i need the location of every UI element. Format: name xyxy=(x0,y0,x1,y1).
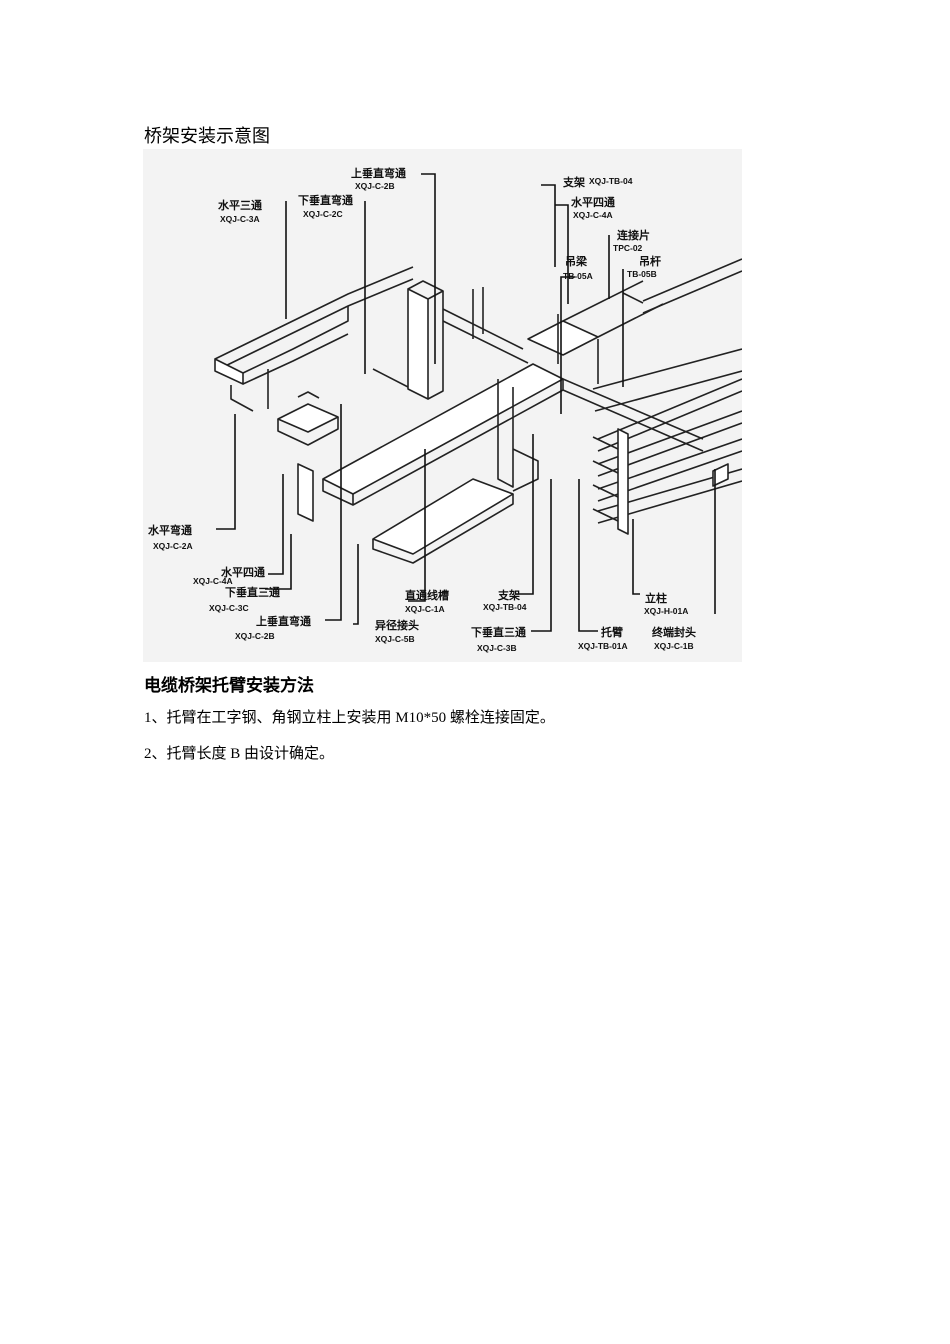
label-name: 水平四通 xyxy=(571,195,615,209)
label-code: TPC-02 xyxy=(613,243,643,253)
label-code: XQJ-C-3B xyxy=(477,643,517,653)
label-code: XQJ-C-1A xyxy=(405,604,445,614)
figure-caption: 桥架安装示意图 xyxy=(144,126,270,146)
label-name: 托臂 xyxy=(601,625,623,639)
label-code: XQJ-H-01A xyxy=(644,606,688,616)
label-code: XQJ-C-3A xyxy=(220,214,260,224)
label-name: 下垂直三通 xyxy=(471,625,526,639)
label-code: XQJ-TB-04 xyxy=(483,602,527,612)
label-code: XQJ-TB-04 xyxy=(589,176,633,186)
label-name: 上垂直弯通 xyxy=(256,614,311,628)
label-code: TB-05B xyxy=(627,269,657,279)
label-name: 异径接头 xyxy=(375,618,419,632)
paragraph: 1、托臂在工字钢、角钢立柱上安装用 M10*50 螺栓连接固定。 xyxy=(144,710,555,726)
label-name: 水平弯通 xyxy=(148,523,192,537)
label-name: 吊梁 xyxy=(565,254,588,268)
diagram-drawing: 上垂直弯通 XQJ-C-2B 水平三通 XQJ-C-3A 下垂直弯通 XQJ-C… xyxy=(148,166,742,653)
label-name: 下垂直弯通 xyxy=(298,193,353,207)
label-code: XQJ-C-4A xyxy=(193,576,233,586)
label-name: 直通线槽 xyxy=(405,588,449,602)
label-code: XQJ-TB-01A xyxy=(578,641,628,651)
label-code: TB-05A xyxy=(563,271,593,281)
label-name: 立柱 xyxy=(645,591,667,605)
cable-tray-installation-diagram: 上垂直弯通 XQJ-C-2B 水平三通 XQJ-C-3A 下垂直弯通 XQJ-C… xyxy=(143,149,742,662)
label-name: 下垂直三通 xyxy=(225,585,280,599)
label-name: 水平三通 xyxy=(218,198,262,212)
label-code: XQJ-C-2B xyxy=(235,631,275,641)
label-code: XQJ-C-2B xyxy=(355,181,395,191)
label-code: XQJ-C-3C xyxy=(209,603,249,613)
label-code: XQJ-C-2A xyxy=(153,541,193,551)
paragraph: 2、托臂长度 B 由设计确定。 xyxy=(144,746,335,762)
label-name: 连接片 xyxy=(617,228,650,242)
label-code: XQJ-C-5B xyxy=(375,634,415,644)
label-code: XQJ-C-2C xyxy=(303,209,343,219)
label-code: XQJ-C-1B xyxy=(654,641,694,651)
section-heading: 电缆桥架托臂安装方法 xyxy=(144,676,314,696)
label-name: 终端封头 xyxy=(652,625,696,639)
label-name: 上垂直弯通 xyxy=(351,166,406,180)
label-name: 吊杆 xyxy=(639,254,661,268)
label-name: 支架 xyxy=(562,175,585,189)
label-code: XQJ-C-4A xyxy=(573,210,613,220)
label-name: 水平四通 xyxy=(221,565,265,579)
label-name: 支架 xyxy=(497,588,520,602)
